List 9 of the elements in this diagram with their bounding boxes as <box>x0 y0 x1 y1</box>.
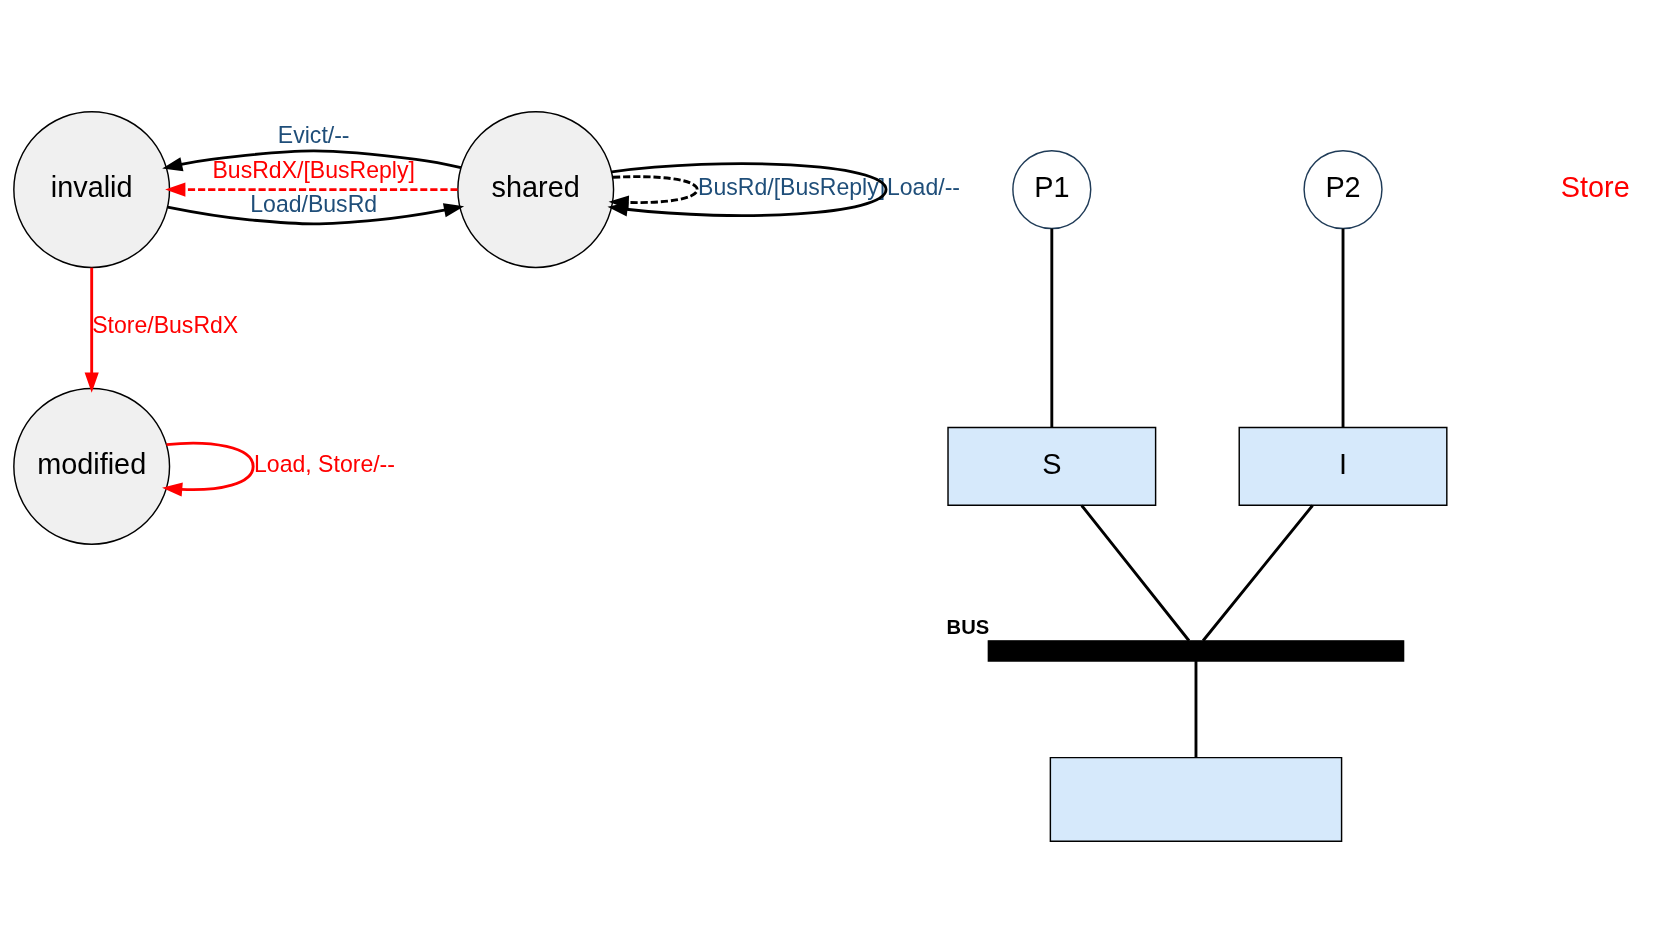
edge-label: Load, Store/-- <box>254 450 395 477</box>
label: Store <box>1560 170 1630 203</box>
edge-label: Load/-- <box>886 173 961 200</box>
edge-label: Evict/-- <box>277 121 350 148</box>
edge-label: Load/BusRd <box>250 190 378 217</box>
edge-label: BusRd/[BusReply] <box>698 173 886 200</box>
edge-label: Store/BusRdX <box>92 311 239 338</box>
edge-label: BusRdX/[BusReply] <box>212 156 415 183</box>
node-label: BUS <box>946 615 990 638</box>
